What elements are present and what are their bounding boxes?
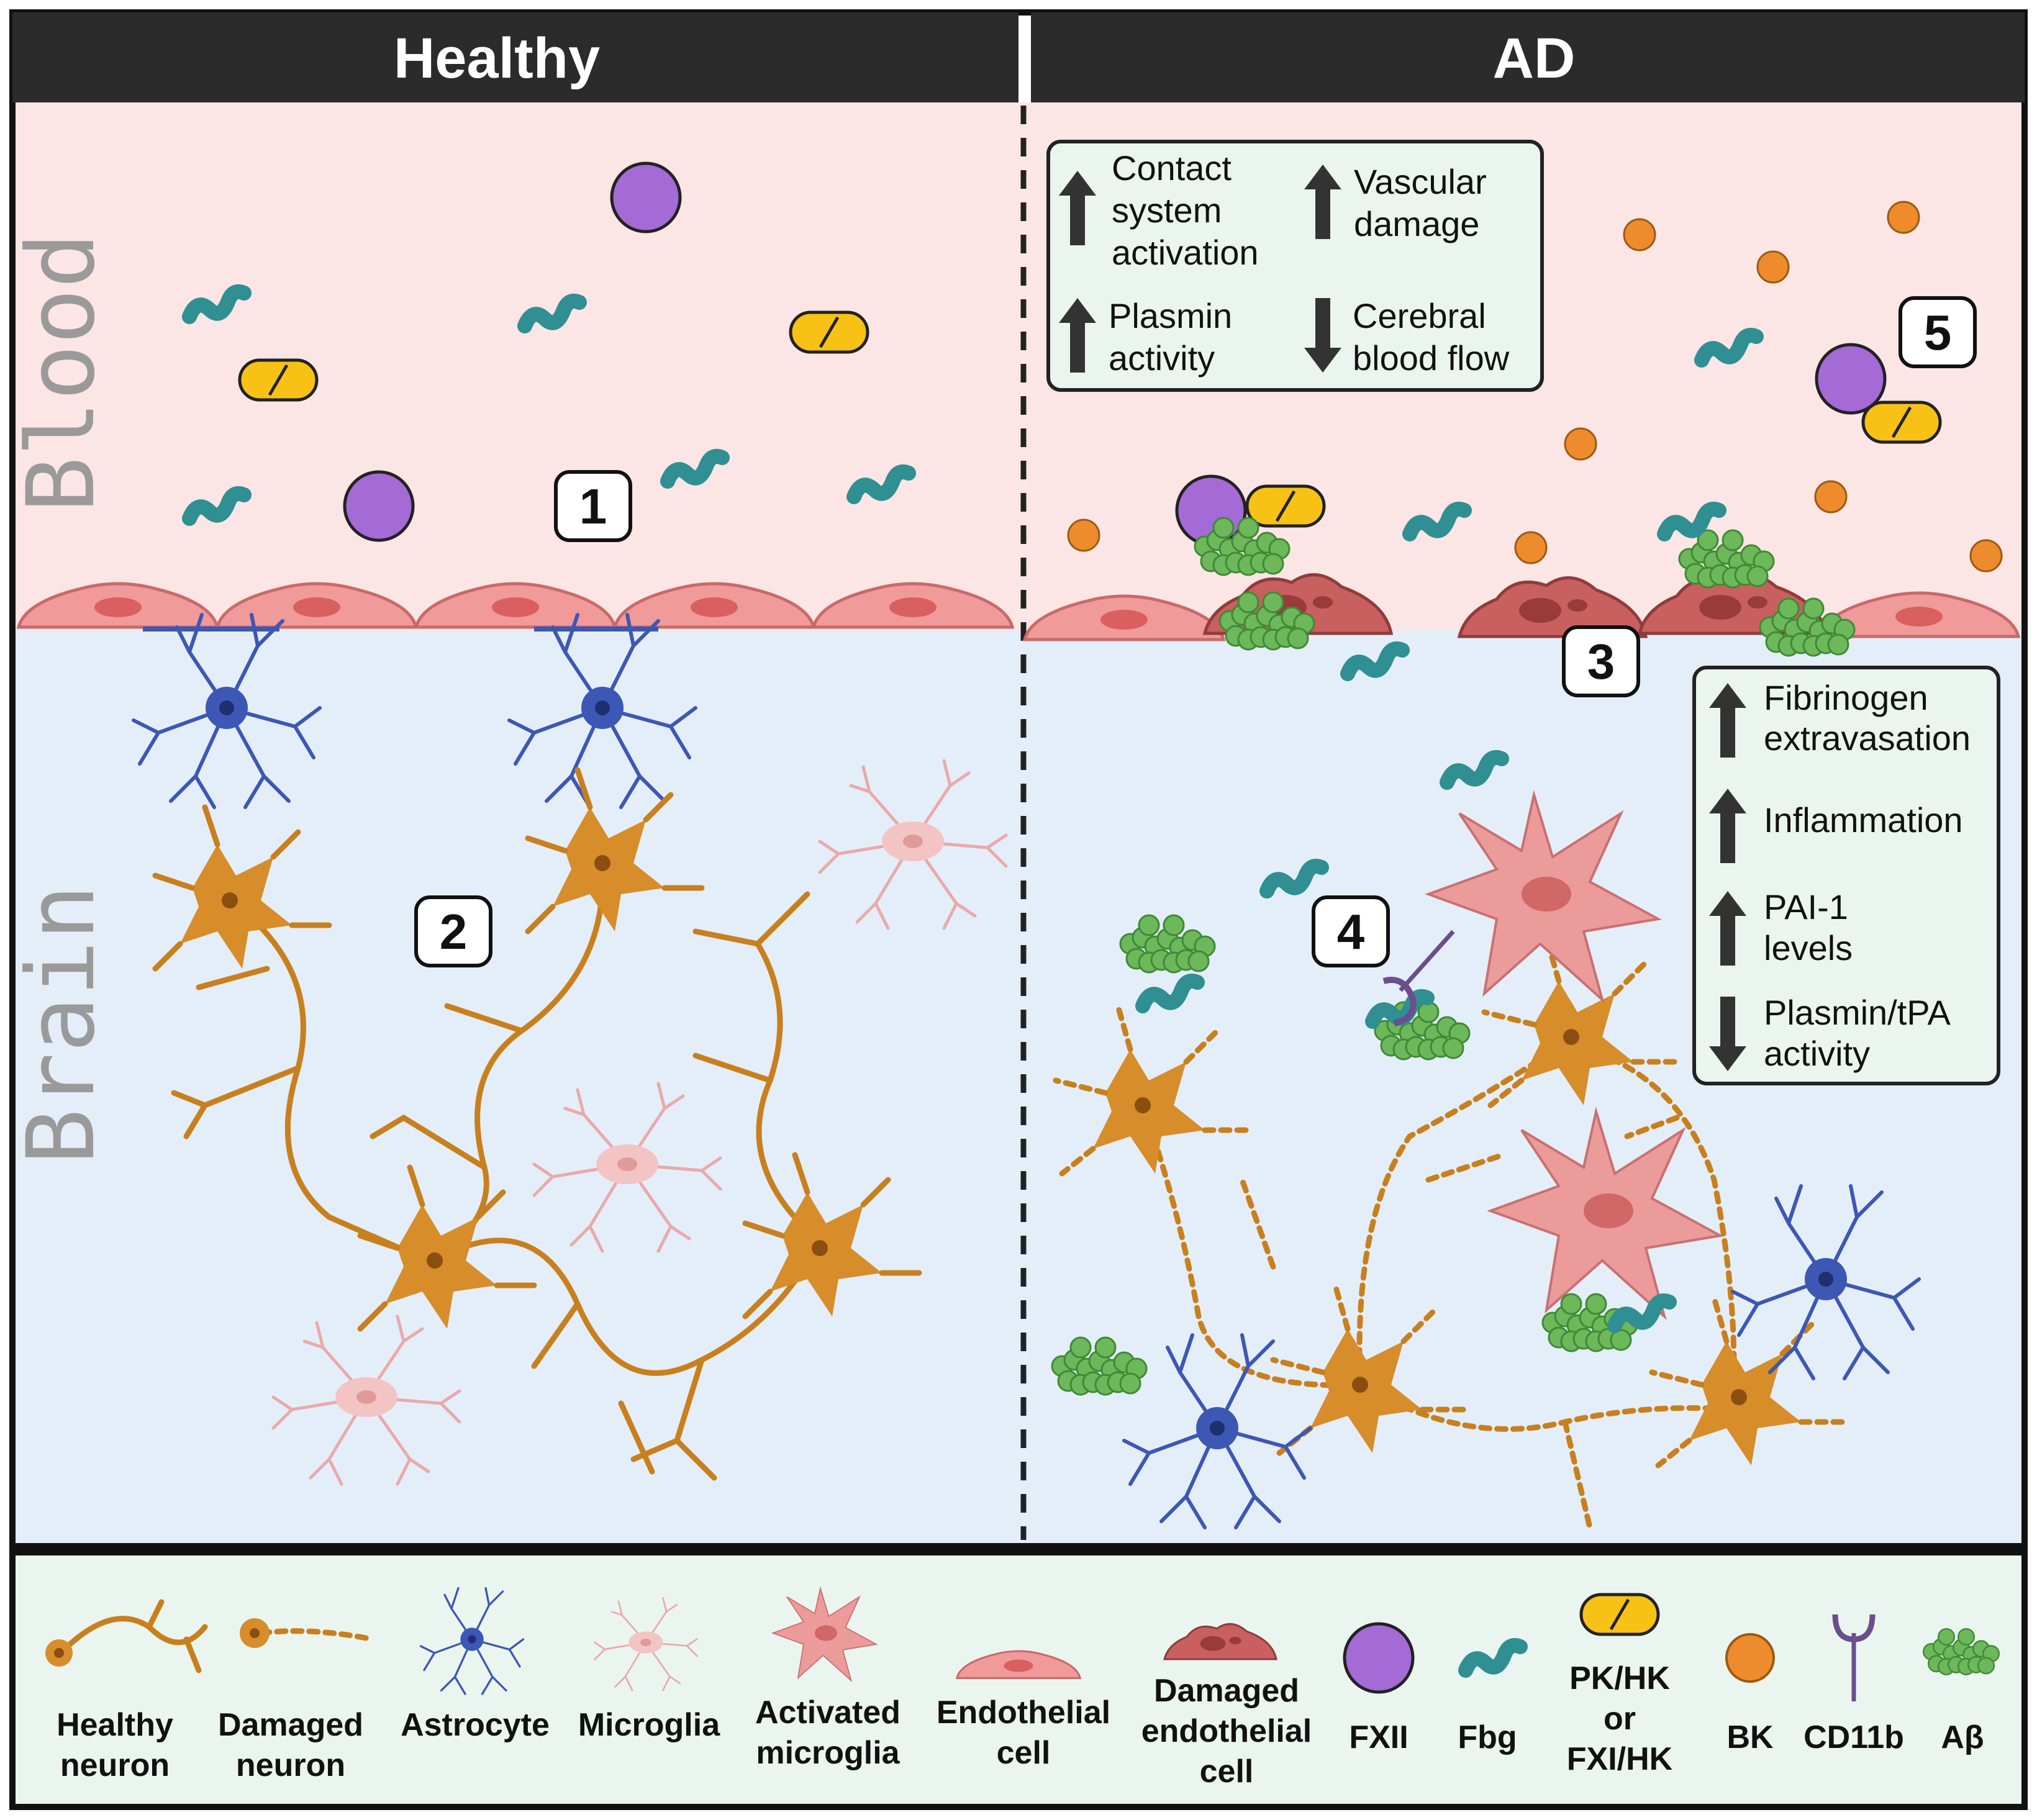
svg-text:4: 4: [1337, 904, 1365, 959]
legend-fxii: FXII: [1345, 1624, 1413, 1755]
healthy-title: Healthy: [394, 27, 600, 90]
svg-text:Plasmin/tPA: Plasmin/tPA: [1764, 993, 1951, 1032]
pk-hk-icon: [1863, 402, 1940, 442]
legend-activated-microglia: Activated microglia: [755, 1588, 901, 1771]
svg-text:5: 5: [1924, 305, 1952, 360]
svg-text:PK/HK: PK/HK: [1569, 1660, 1670, 1696]
svg-text:Contact: Contact: [1112, 148, 1232, 188]
bk-icon: [1623, 218, 1656, 251]
blood-label: Blood: [7, 232, 116, 513]
legend-bk: BK: [1725, 1633, 1775, 1755]
bk-icon: [1514, 531, 1548, 564]
svg-text:PAI-1: PAI-1: [1764, 887, 1848, 926]
svg-text:BK: BK: [1726, 1719, 1774, 1755]
svg-text:Inflammation: Inflammation: [1764, 800, 1963, 840]
svg-text:FXI/HK: FXI/HK: [1567, 1741, 1673, 1777]
svg-text:Vascular: Vascular: [1354, 162, 1487, 201]
svg-text:Damaged: Damaged: [1154, 1673, 1299, 1709]
legend-damaged-endothelial-cell: Damaged endothelial cell: [1141, 1623, 1312, 1790]
legend-fbg: Fbg: [1458, 1646, 1520, 1755]
brain-label: Brain: [7, 884, 116, 1165]
svg-text:Microglia: Microglia: [578, 1707, 720, 1743]
marker-4: 4: [1312, 895, 1390, 967]
svg-text:system: system: [1112, 191, 1222, 230]
ad-brain-info-box: Fibrinogen extravasation Inflammation PA…: [1692, 666, 2000, 1085]
fxii-icon: [1345, 1624, 1413, 1692]
svg-text:neuron: neuron: [60, 1747, 170, 1783]
bk-icon: [1887, 201, 1920, 234]
bk-icon: [1067, 518, 1100, 552]
svg-text:Astrocyte: Astrocyte: [401, 1707, 550, 1743]
svg-text:cell: cell: [1200, 1754, 1254, 1790]
svg-text:neuron: neuron: [236, 1747, 345, 1783]
legend-damaged-neuron: Damaged neuron: [218, 1618, 376, 1783]
svg-text:extravasation: extravasation: [1764, 718, 1971, 758]
legend-astrocyte: Astrocyte: [401, 1587, 550, 1743]
svg-text:Fbg: Fbg: [1458, 1719, 1517, 1755]
svg-text:Fibrinogen: Fibrinogen: [1764, 678, 1928, 717]
blood-region: [16, 102, 2021, 636]
svg-text:levels: levels: [1764, 928, 1853, 967]
svg-text:activity: activity: [1764, 1034, 1870, 1073]
bk-icon: [1756, 250, 1790, 284]
cd11b-receptor-icon: [1832, 1614, 1876, 1701]
marker-1: 1: [554, 470, 632, 542]
svg-text:Activated: Activated: [755, 1695, 901, 1731]
svg-text:damage: damage: [1354, 204, 1479, 243]
ad-damaged-neurons: [1053, 935, 1848, 1531]
svg-text:Damaged: Damaged: [218, 1707, 363, 1743]
svg-text:1: 1: [579, 479, 607, 534]
svg-text:microglia: microglia: [756, 1735, 900, 1771]
svg-text:3: 3: [1587, 634, 1615, 689]
svg-text:CD11b: CD11b: [1803, 1719, 1904, 1755]
marker-5: 5: [1899, 296, 1977, 368]
pk-hk-icon: [240, 360, 317, 400]
svg-text:Plasmin: Plasmin: [1109, 296, 1232, 335]
fxii-icon: [345, 472, 413, 540]
legend-endothelial-cell: Endothelial cell: [937, 1650, 1110, 1771]
legend-abeta: Aβ: [1922, 1628, 2000, 1755]
svg-text:Cerebral: Cerebral: [1353, 296, 1486, 335]
svg-text:activity: activity: [1109, 338, 1215, 378]
svg-text:activation: activation: [1112, 233, 1259, 272]
legend-cd11b: CD11b: [1803, 1614, 1904, 1755]
ad-title: AD: [1493, 27, 1576, 90]
legend-healthy-neuron: Healthy neuron: [45, 1599, 208, 1783]
bk-icon: [1564, 427, 1597, 461]
svg-text:Aβ: Aβ: [1941, 1719, 1984, 1755]
legend-microglia: Microglia: [578, 1597, 720, 1743]
pk-hk-icon: [1581, 1595, 1658, 1634]
bk-icon: [1969, 539, 2003, 573]
legend-pk-hk: PK/HK or FXI/HK: [1567, 1595, 1673, 1777]
pk-hk-icon: [791, 312, 868, 352]
cd11b-receptor-icon: [1382, 930, 1455, 1026]
svg-text:or: or: [1604, 1701, 1636, 1737]
healthy-header: [12, 12, 1019, 102]
legend-panel: [9, 1549, 2028, 1810]
svg-text:2: 2: [440, 904, 468, 959]
marker-3: 3: [1562, 625, 1640, 697]
healthy-astrocytes: [134, 615, 696, 807]
svg-text:Healthy: Healthy: [57, 1707, 173, 1743]
svg-text:cell: cell: [997, 1735, 1051, 1771]
healthy-neuron-network: [152, 767, 922, 1481]
svg-text:Endothelial: Endothelial: [937, 1695, 1110, 1731]
ad-header: [1031, 12, 2025, 102]
svg-text:endothelial: endothelial: [1141, 1713, 1312, 1749]
ad-blood-info-box: Contact system activation Vascular damag…: [1046, 140, 1544, 392]
ad-brain-molecules: [1051, 758, 1669, 1396]
marker-2: 2: [414, 895, 492, 967]
svg-text:blood flow: blood flow: [1353, 338, 1510, 378]
bk-icon: [1814, 480, 1848, 514]
fxii-icon: [612, 163, 680, 232]
pk-hk-icon: [1247, 486, 1324, 526]
bk-icon: [1725, 1633, 1775, 1683]
svg-text:FXII: FXII: [1349, 1719, 1408, 1755]
